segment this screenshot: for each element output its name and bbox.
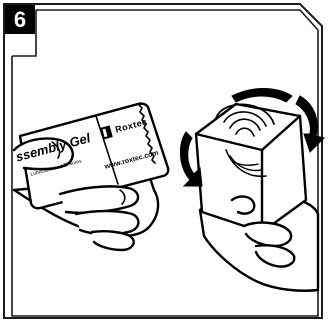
roxtec-logo-icon [100, 125, 113, 140]
rotation-arrows-icon [180, 88, 325, 187]
gel-sachet [18, 102, 170, 210]
step-number-badge: 6 [5, 5, 35, 34]
left-hand-illustration [12, 102, 170, 252]
right-hand-illustration [194, 102, 320, 292]
